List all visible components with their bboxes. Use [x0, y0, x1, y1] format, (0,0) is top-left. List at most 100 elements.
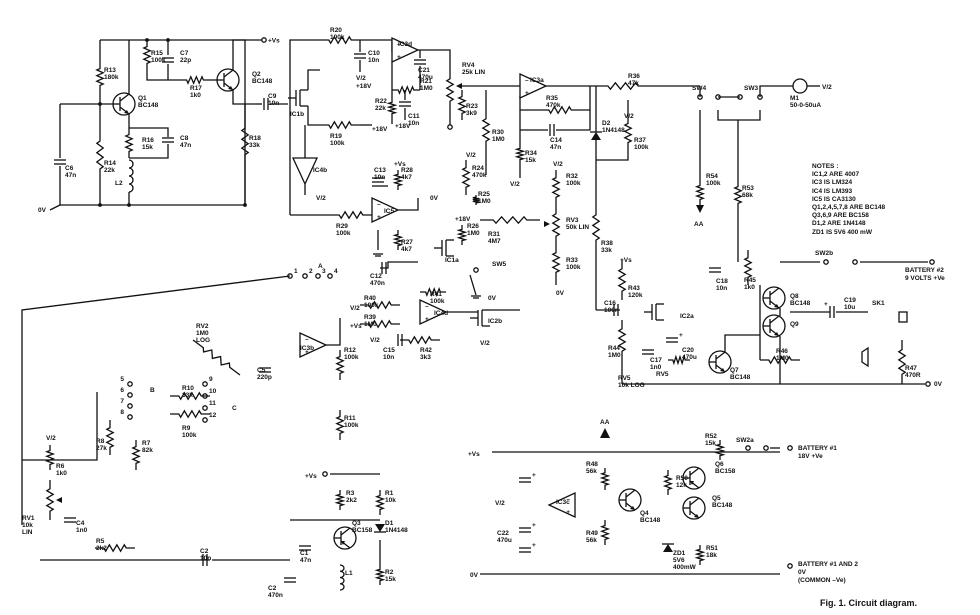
wire	[469, 274, 477, 296]
plus18-label-1: +18V	[372, 126, 388, 133]
q1-label: Q1	[138, 95, 147, 102]
r3-label: R3	[346, 490, 355, 497]
notes-line: D1,2 ARE 1N4148	[812, 220, 866, 228]
wiper-arrow	[544, 221, 550, 227]
r9-label: 100k	[182, 432, 197, 439]
c6-label: 47n	[65, 172, 76, 179]
q3-label: BC158	[352, 527, 373, 534]
switch-pole-label: 4	[334, 268, 338, 275]
r19-label: R19	[330, 133, 342, 140]
ic3b-label: IC3b	[300, 345, 314, 352]
opamp-plus: +	[525, 90, 529, 97]
q2-label: BC148	[252, 78, 273, 85]
transistor-collector	[689, 497, 700, 506]
r45-label: R45	[744, 277, 756, 284]
switch-pole-label: 12	[209, 412, 217, 419]
zero-volt-label: 0V	[38, 207, 47, 214]
v2-label-psu: V/2	[495, 500, 505, 507]
r25-label: 1M0	[478, 198, 491, 205]
c19-label: C19	[844, 297, 856, 304]
r5-label: R5	[96, 538, 105, 545]
r44-label: R44	[608, 345, 620, 352]
notes-line: ZD1 IS 5V6 400 mW	[812, 228, 872, 236]
sw3-label: SW3	[744, 85, 758, 92]
plus18-label-r22: +18V	[395, 123, 411, 130]
c11-label: 10n	[408, 120, 419, 127]
resistor-symbol	[142, 40, 152, 70]
resistor-symbol	[694, 180, 706, 205]
notes-line: IC5 IS CA3130	[812, 195, 856, 203]
q2-label: Q2	[252, 71, 261, 78]
q6-label: Q6	[715, 461, 724, 468]
r34-label: R34	[525, 150, 537, 157]
switch-pole	[127, 403, 133, 409]
wire	[580, 86, 591, 111]
r24-label: 470k	[472, 172, 487, 179]
c14-label: C14	[550, 137, 562, 144]
battery-common-neg: (COMMON –Ve)	[798, 577, 846, 584]
switch-pole	[315, 273, 321, 279]
opamp-symbol	[391, 36, 420, 64]
c3-label: 10n	[200, 555, 211, 562]
wire	[418, 49, 451, 70]
junction-dot	[98, 203, 102, 207]
r19-label: 100k	[330, 140, 345, 147]
ic2b-label: IC2b	[488, 318, 502, 325]
wiper-arrow	[56, 497, 62, 503]
arrow-aa-psu	[600, 428, 610, 438]
switch-pole-label: 10	[209, 388, 217, 395]
sw5-label: SW5	[492, 261, 506, 268]
switch-pole	[127, 392, 133, 398]
r35-label: R35	[546, 95, 558, 102]
battery-common-terminal	[787, 563, 793, 569]
rv5-label: RV5	[656, 371, 669, 378]
rv1-label: RV1	[22, 515, 35, 522]
resistor-symbol	[694, 545, 706, 565]
junction-dot	[98, 102, 102, 106]
q1-label: BC148	[138, 102, 159, 109]
aa-label-psu: AA	[600, 419, 610, 426]
r46-label: 1M0	[776, 355, 789, 362]
rv5-label: RV5	[618, 375, 631, 382]
resistor-symbol	[668, 354, 690, 366]
d1-label: 1N4148	[385, 527, 408, 534]
switch-pole-label: 5	[120, 376, 124, 383]
polarity-mark: +	[532, 522, 536, 529]
r10-label: R10	[182, 385, 194, 392]
diode-symbol	[591, 132, 601, 140]
transistor-arrow	[630, 506, 635, 510]
resistor-symbol	[131, 440, 141, 470]
r49-label: 56k	[586, 537, 597, 544]
ic3a-label: IC3a	[530, 77, 544, 84]
wire	[129, 127, 169, 137]
wire	[21, 275, 291, 525]
r47-label: R47	[905, 365, 917, 372]
c5-label: C5	[257, 367, 266, 374]
r54-label: R54	[706, 173, 718, 180]
r43-label: R43	[628, 285, 640, 292]
junction-dot	[243, 203, 247, 207]
vs-label-q3: +Vs	[305, 473, 317, 480]
resistor-symbol	[360, 300, 400, 310]
r21-label: 1M0	[420, 85, 433, 92]
c5-label: 220p	[257, 374, 272, 381]
resistor-symbol	[330, 210, 372, 220]
q4-label: Q4	[640, 510, 649, 517]
resistor-symbol	[897, 340, 907, 384]
wire	[398, 198, 419, 211]
c1-label: C1	[300, 550, 309, 557]
c21-label: 470u	[418, 74, 433, 81]
battery-common-0v: 0V	[798, 569, 807, 576]
switch-pole-label: 1	[294, 268, 298, 275]
v2-label-ic4b: V/2	[316, 195, 326, 202]
plus18-label-c10: +18V	[356, 83, 372, 90]
r26-label: 1M0	[467, 230, 480, 237]
wire	[596, 150, 629, 161]
inductor-symbol	[128, 159, 134, 193]
resistor-symbol	[591, 205, 601, 250]
opamp-plus: +	[566, 509, 570, 516]
v2-label-r24: V/2	[466, 152, 476, 159]
notes-block: NOTES : IC1,2 ARE 4007 IC3 IS LM324 IC4 …	[812, 163, 885, 237]
r15-label: 100k	[151, 57, 166, 64]
figure-caption: Fig. 1. Circuit diagram.	[820, 598, 918, 608]
